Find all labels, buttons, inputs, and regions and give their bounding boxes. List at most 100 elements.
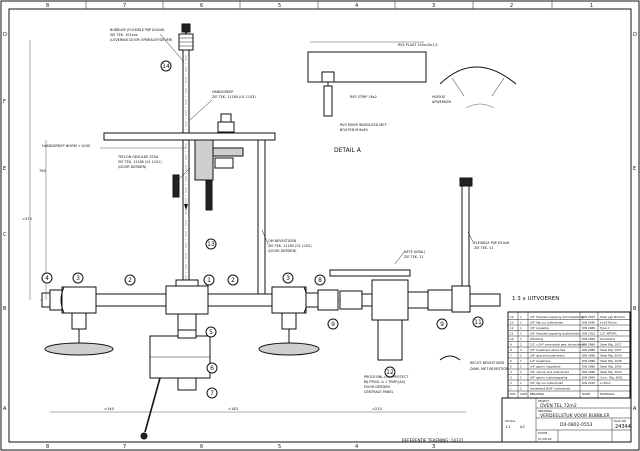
bom-cell: 8 bbox=[510, 348, 512, 352]
col-label: 7 bbox=[123, 444, 126, 450]
note-handgreep: HANDGREEP bbox=[212, 90, 233, 94]
bom-cell: Staal Rfg. 3020 bbox=[600, 370, 622, 374]
title-project: OVEN TEL 72m2 bbox=[540, 403, 577, 409]
note-process: DOOR DERDEN bbox=[364, 385, 390, 389]
bom-cell: 7 bbox=[510, 354, 512, 358]
bom-cell: Verdeelstuk Ø3/4" buitendraad bbox=[530, 386, 570, 391]
bom-cell: 12 bbox=[510, 326, 514, 330]
bom-cell: 1 bbox=[520, 321, 522, 325]
title-sheet-label: BLAD NR. bbox=[614, 419, 627, 423]
bom-cell: 1 bbox=[520, 326, 522, 330]
bom-cell: DIN 2999 bbox=[582, 337, 595, 341]
bom-cell: DIN 2353 bbox=[582, 332, 595, 336]
bom-cell: 1 bbox=[520, 370, 522, 374]
bom-cell: 1/2" kogelkraan bbox=[530, 359, 551, 363]
bom-cell: 3 bbox=[510, 376, 512, 380]
bom-cell: 1 bbox=[520, 315, 522, 319]
callout: 9 bbox=[440, 321, 444, 328]
bom-header-cell: MATERIAAL bbox=[600, 392, 615, 396]
callout: 2 bbox=[128, 277, 132, 284]
note-handgreep: ZIE TEK. 11180 (01 1103) bbox=[212, 95, 256, 99]
row-label: E bbox=[3, 166, 6, 172]
row-label: F bbox=[3, 99, 6, 105]
drawing-notes: BUBBLER (FLEXIBLE PIJP Ø10x6) ZIE TEK. 1… bbox=[110, 27, 559, 443]
bom-cell: 3/4" Flexibele koppeling (Schroefpakking… bbox=[530, 315, 584, 319]
bom-cell: DIN 2353 bbox=[582, 315, 595, 319]
bom-cell: 3/4" Pijp vrs. buitendraad bbox=[530, 321, 563, 325]
note-bevestiging: (DOOR DERDEN) bbox=[268, 249, 297, 253]
bom-cell: 9 bbox=[510, 343, 512, 347]
title-date-label: DATUM bbox=[538, 431, 547, 435]
col-label: 4 bbox=[355, 444, 358, 450]
col-label: 7 bbox=[123, 3, 126, 9]
dim-label: 780 bbox=[39, 169, 47, 173]
bom-cell: 3/4" geschr. koppelstuk bbox=[530, 365, 561, 369]
note-teflon: (DOOR DERDEN) bbox=[118, 165, 147, 169]
callout: 6 bbox=[210, 365, 214, 372]
callout: 2 bbox=[231, 277, 235, 284]
note-bubbler: BUBBLER (FLEXIBLE PIJP Ø10x6) bbox=[110, 27, 165, 32]
note-strip: RVS STRIP 16x2 bbox=[350, 95, 377, 99]
bom-cell: 1 bbox=[520, 354, 522, 358]
bom-cell: 6 bbox=[510, 359, 512, 363]
note-plate: RVS PLAAT 150x10x1,5 bbox=[398, 43, 438, 47]
column-markers: 8 7 6 5 4 3 2 1 8 7 6 5 4 3 bbox=[46, 1, 593, 450]
detail-a: DETAIL A RVS PLAAT 150x10x1,5 RVS STRIP … bbox=[307, 41, 517, 154]
title-format: A3 bbox=[520, 425, 525, 429]
note-teflon: TEFLON GEVULDE STAA bbox=[117, 155, 159, 159]
title-name: VERDEELSTUK VOOR BUBBLER bbox=[540, 413, 610, 419]
bom-cell: DIN 2986 bbox=[582, 326, 595, 330]
col-label: 6 bbox=[200, 444, 203, 450]
bom-cell: DIN 2440 bbox=[582, 381, 595, 385]
bom-cell: 1 bbox=[520, 387, 522, 391]
bom-cell: DIN 2440 bbox=[582, 321, 595, 325]
callout: 8 bbox=[318, 277, 322, 284]
callout: 12 bbox=[386, 369, 394, 376]
note-pipe: NETE (KRAL) bbox=[404, 250, 426, 254]
note-nut: RVS MOER INGEKLEED MET bbox=[340, 123, 387, 127]
bom-cell: DIN 2986 bbox=[582, 370, 595, 374]
note-process: BIJ PROD. & 1 TEMP.(A4) bbox=[364, 380, 406, 384]
note-reference: REFERENTIE TEKENING: 24331 bbox=[402, 438, 464, 443]
note-process: PROCESINL.(COLPROTECT bbox=[364, 375, 409, 379]
bom-cell: Type 2 bbox=[599, 326, 609, 330]
bom-cell: 3/4" koppeling bbox=[530, 326, 549, 330]
dimensions: ≈140 ≈183 ≈210 ≈370 780 HANDGREEP NORM +… bbox=[22, 40, 466, 413]
bom-cell: 1 bbox=[510, 387, 512, 391]
col-label: 2 bbox=[510, 3, 513, 9]
bom-cell: Staal Rfg. 1034 bbox=[600, 365, 622, 369]
row-label: E bbox=[633, 166, 636, 172]
bom-header-cell: POS bbox=[510, 392, 516, 396]
bom-cell: 5 bbox=[510, 365, 512, 369]
dim-label: ≈183 bbox=[228, 407, 238, 411]
bom-cell: 3/4" verloop stuk buitendraad bbox=[530, 370, 569, 374]
bom-cell: Zie tekst 6 bbox=[600, 337, 615, 341]
note-flexible: FLEXIBLE PIJP Ø10x6 bbox=[474, 240, 509, 245]
callout: 13 bbox=[207, 241, 215, 248]
row-label: B bbox=[633, 306, 637, 312]
bom-header-cell: AANT bbox=[520, 392, 528, 396]
title-drawing-number: D4-0802-0553 bbox=[560, 422, 593, 428]
bom-cell: 1 bbox=[520, 332, 522, 336]
bom-cell: Staal Rfg. 1037 bbox=[600, 348, 622, 352]
col-label: 8 bbox=[46, 444, 49, 450]
bom-cell: 1/2" x 3/4" verloopstuk gest. binnendraa… bbox=[530, 343, 585, 347]
bom-cell: Staal pijp Ø10mm bbox=[600, 314, 625, 319]
row-label: A bbox=[3, 406, 7, 412]
bom-cell: 1 bbox=[520, 376, 522, 380]
bom-cell: 11 bbox=[510, 332, 514, 336]
note-pipe: ZIE TEK. 11 bbox=[404, 255, 423, 259]
dim-label: ≈210 bbox=[372, 407, 383, 411]
bom-cell: DIN 2986 bbox=[582, 348, 595, 352]
callout: 3 bbox=[76, 275, 80, 282]
title-project-label: PROJECT bbox=[538, 399, 550, 403]
bom-cell: 3/4" kogelkraan dwars hals bbox=[530, 348, 566, 352]
col-label: 4 bbox=[355, 3, 358, 9]
row-label: D bbox=[3, 32, 7, 38]
callout: 9 bbox=[331, 321, 335, 328]
leaders bbox=[159, 33, 475, 265]
bom-cell: DIN 2999 bbox=[582, 376, 595, 380]
note-hoekig: AFWERKEN bbox=[432, 100, 451, 104]
callout: 7 bbox=[210, 390, 214, 397]
